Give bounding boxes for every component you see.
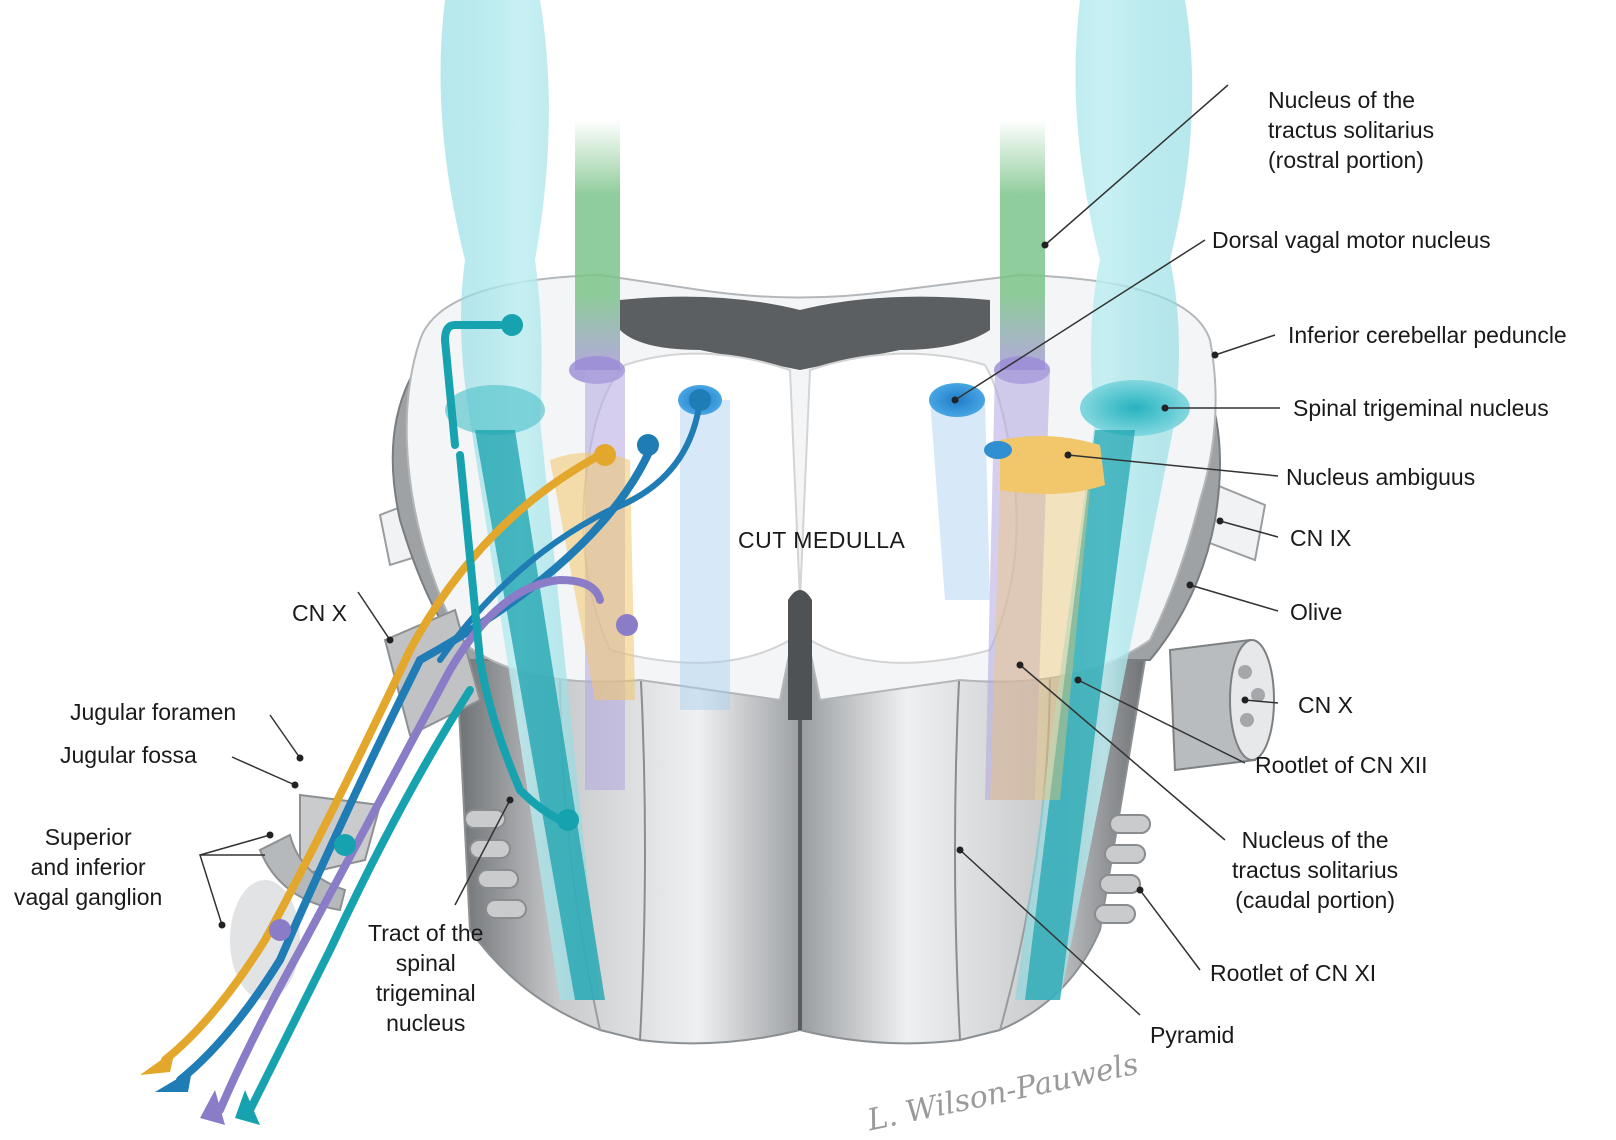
label-icp: Inferior cerebellar peduncle — [1288, 320, 1567, 350]
cut-medulla-label: CUT MEDULLA — [738, 527, 905, 554]
label-nts-caudal: Nucleus of the tractus solitarius (cauda… — [1232, 825, 1398, 915]
label-ambiguus: Nucleus ambiguus — [1286, 462, 1475, 492]
label-dorsal-vagal: Dorsal vagal motor nucleus — [1212, 225, 1491, 255]
label-rootlet-xi: Rootlet of CN XI — [1210, 958, 1376, 988]
label-jugular-foramen: Jugular foramen — [70, 697, 236, 727]
label-spinal-trig: Spinal trigeminal nucleus — [1293, 393, 1549, 423]
label-tract-spinal-trig: Tract of the spinal trigeminal nucleus — [368, 918, 483, 1038]
left-dorsal-vagal-column — [678, 385, 730, 710]
label-cn-x-left: CN X — [292, 598, 347, 628]
label-cn-ix: CN IX — [1290, 523, 1351, 553]
label-jugular-fossa: Jugular fossa — [60, 740, 197, 770]
label-vagal-ganglion: Superior and inferior vagal ganglion — [14, 822, 162, 912]
label-rootlet-xii: Rootlet of CN XII — [1255, 750, 1428, 780]
label-olive: Olive — [1290, 597, 1342, 627]
label-nts-rostral: Nucleus of the tractus solitarius (rostr… — [1268, 85, 1434, 175]
label-cn-x-right: CN X — [1298, 690, 1353, 720]
label-pyramid: Pyramid — [1150, 1020, 1234, 1050]
